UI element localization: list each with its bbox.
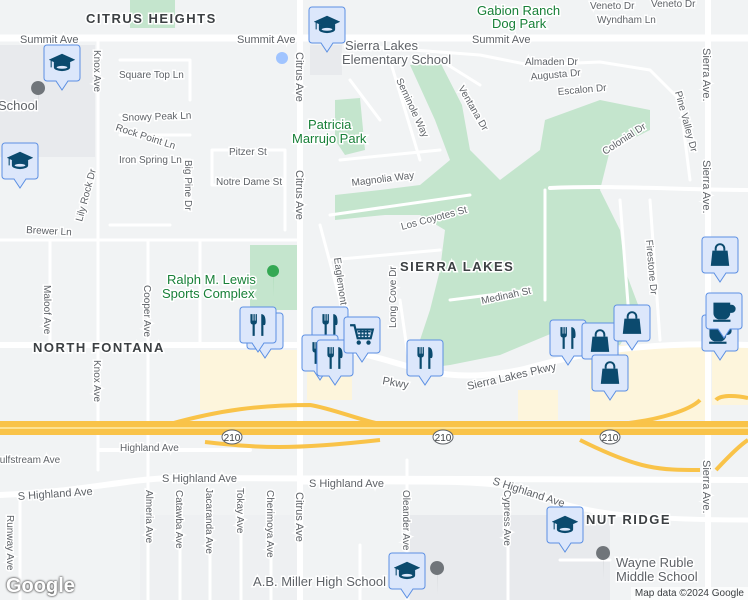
street-label: Jacaranda Ave <box>203 488 214 554</box>
street-label: Summit Ave <box>237 34 296 46</box>
district-sierra-lakes: SIERRA LAKES <box>400 259 514 274</box>
map-marker-shopping[interactable] <box>591 354 629 401</box>
street-label: Notre Dame St <box>216 177 282 188</box>
street-label: Runway Ave <box>4 515 15 571</box>
district-walnut-ridge: NUT RIDGE <box>586 512 671 527</box>
map-marker-school[interactable] <box>1 142 39 189</box>
street-label: Summit Ave <box>20 34 79 46</box>
street-label: Cypress Ave <box>501 490 512 546</box>
poi-label[interactable]: School <box>0 97 39 115</box>
google-logo: Google <box>6 575 75 597</box>
map-marker-grocery[interactable] <box>343 316 381 363</box>
park-pin-icon <box>267 265 280 297</box>
street-label: Iron Spring Ln <box>119 155 182 166</box>
street-label: S Highland Ave <box>162 473 237 485</box>
street-label: Citrus Ave <box>293 492 305 542</box>
commercial-area <box>518 390 558 420</box>
marker-background <box>406 339 444 386</box>
map-marker-cafe[interactable] <box>705 292 743 339</box>
park-area <box>335 98 365 155</box>
freeway-210 <box>0 393 748 472</box>
park-label[interactable]: Marrujo Park <box>291 130 369 148</box>
park-label[interactable]: Dog Park <box>491 15 549 33</box>
map-marker-restaurant[interactable] <box>406 339 444 386</box>
park-label[interactable]: Sports Complex <box>161 285 257 303</box>
street-label: Sierra Ave. <box>700 460 712 514</box>
highway-shield-label: 210 <box>602 433 619 444</box>
street-label: Knox Ave <box>91 360 102 403</box>
park-area <box>250 245 297 310</box>
street-label: Veneto Dr <box>590 1 635 12</box>
district-north-fontana: NORTH FONTANA <box>33 340 165 355</box>
street-label: Escalon Dr <box>557 83 607 98</box>
poi-label[interactable]: Wayne Ruble <box>615 554 696 572</box>
district-citrus-heights: CITRUS HEIGHTS <box>86 11 217 26</box>
street-label: Brewer Ln <box>26 225 72 238</box>
street-label: Lily Rock Dr <box>74 167 99 223</box>
street-label: Firestone Dr <box>643 239 659 295</box>
pond <box>276 52 288 64</box>
street-label: Pkwy <box>381 375 409 391</box>
street-label: Almeria Ave <box>143 490 154 544</box>
marker-background <box>549 319 587 366</box>
street-label: Gulfstream Ave <box>0 455 61 466</box>
street-label: Rock Point Ln <box>114 122 177 152</box>
map-marker-school[interactable] <box>308 6 346 53</box>
map-marker-school[interactable] <box>388 552 426 599</box>
poi-label[interactable]: Sierra Lakes <box>344 37 420 55</box>
map-marker-restaurant[interactable] <box>549 319 587 366</box>
street-label: Sierra Ave. <box>700 160 712 214</box>
street-label: Knox Ave <box>91 50 102 93</box>
street-label: Sierra Ave. <box>700 48 712 102</box>
park-area <box>130 0 175 28</box>
street-label: Augusta Dr <box>530 68 581 83</box>
highway-shield-label: 210 <box>224 433 241 444</box>
map-attribution: Map data ©2024 Google <box>630 587 748 600</box>
street-label: Citrus Ave <box>293 52 305 102</box>
street-label: Big Pine Dr <box>182 160 193 211</box>
residential-block <box>140 515 300 600</box>
highway-shield-label: 210 <box>435 433 452 444</box>
map-marker-restaurant[interactable] <box>239 306 277 353</box>
street-label: Square Top Ln <box>119 70 184 81</box>
highway-shield-210: 210 210 210 <box>221 429 621 445</box>
poi-label[interactable]: Middle School <box>615 568 700 586</box>
map-marker-school[interactable] <box>43 44 81 91</box>
street-label: Pitzer St <box>229 147 267 158</box>
street-label: S Highland Ave <box>17 486 93 503</box>
marker-layer <box>1 6 743 599</box>
street-label: Highland Ave <box>120 443 179 454</box>
street-label: Summit Ave <box>472 34 531 46</box>
street-label: Long Cove Dr <box>388 266 399 328</box>
park-label[interactable]: Ralph M. Lewis <box>166 271 258 289</box>
street-label: Oleander Ave <box>400 490 411 551</box>
marker-background <box>343 316 381 363</box>
street-label: Catawba Ave <box>173 490 184 549</box>
street-label: Snowy Peak Ln <box>122 111 192 124</box>
street-label: Tokay Ave <box>234 488 245 534</box>
marker-background <box>239 306 277 353</box>
street-label: S Highland Ave <box>309 478 384 490</box>
street-label: Almaden Dr <box>525 57 578 68</box>
street-label: Cooper Ave <box>141 285 152 338</box>
park-label[interactable]: Gabion Ranch <box>476 2 562 20</box>
street-label: Cherimoya Ave <box>264 490 275 558</box>
golf-course <box>335 62 650 370</box>
street-label: Citrus Ave <box>293 170 305 220</box>
street-label: Maloof Ave <box>41 285 52 335</box>
map-marker-shopping[interactable] <box>613 304 651 351</box>
poi-label[interactable]: Elementary School <box>341 51 453 69</box>
street-label: Wyndham Ln <box>597 15 656 26</box>
map-marker-school[interactable] <box>546 506 584 553</box>
street-label: Veneto Dr <box>651 0 696 10</box>
park-label[interactable]: Patricia <box>307 116 354 134</box>
poi-label[interactable]: A.B. Miller High School <box>252 573 388 591</box>
school-pin-icon <box>31 81 611 595</box>
street-label: Magnolia Way <box>351 170 415 189</box>
commercial-area <box>200 350 297 410</box>
map-marker-shopping[interactable] <box>701 236 739 283</box>
